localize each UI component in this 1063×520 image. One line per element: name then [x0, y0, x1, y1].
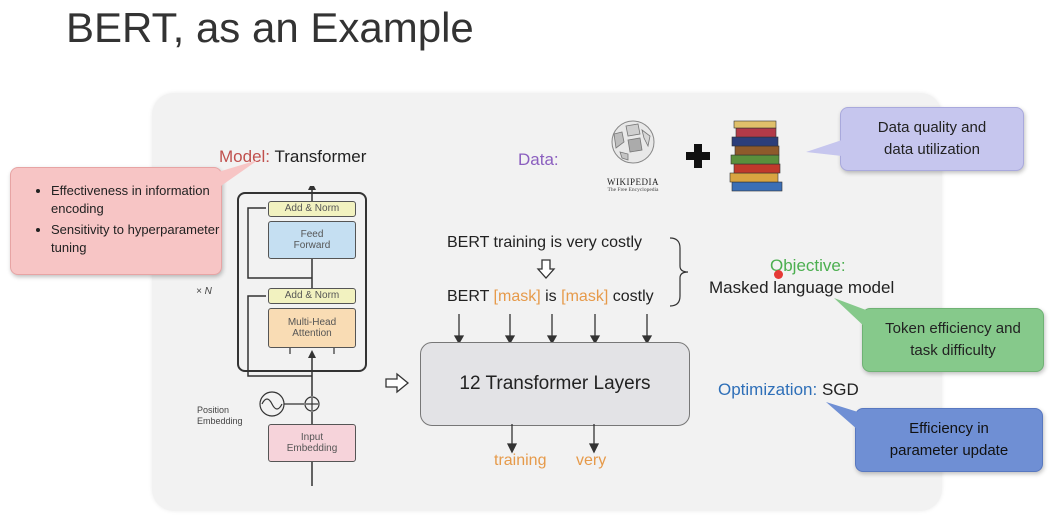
- callout-token-efficiency: Token efficiency and task difficulty: [862, 308, 1044, 372]
- model-label-prefix: Model:: [219, 147, 271, 166]
- callout-data-quality: Data quality and data utilization: [840, 107, 1024, 171]
- add-norm-bottom: Add & Norm: [268, 288, 356, 304]
- output-token: very: [576, 452, 607, 469]
- wikipedia-globe-icon: [611, 120, 655, 164]
- callout-tail: [834, 298, 866, 328]
- callout-text-line: task difficulty: [910, 342, 996, 359]
- mask-token: [mask]: [493, 288, 541, 305]
- wikipedia-logo: Wikipedia The Free Encyclopedia: [598, 118, 668, 194]
- wikipedia-wordmark: Wikipedia: [607, 177, 659, 187]
- output-token: training: [494, 452, 547, 469]
- token: BERT: [447, 288, 490, 305]
- callout-text-line: Data quality and: [877, 119, 987, 137]
- callout-tail: [218, 160, 258, 188]
- emb-line: Input: [300, 431, 324, 443]
- down-arrow-icon: [536, 259, 556, 279]
- optimization-prefix: Optimization:: [718, 380, 818, 399]
- slide-title: BERT, as an Example: [66, 4, 474, 51]
- transformer-layers-block: 12 Transformer Layers: [420, 342, 690, 426]
- data-label: Data:: [518, 150, 559, 169]
- wikipedia-tagline: The Free Encyclopedia: [607, 187, 659, 193]
- ff-line: Forward: [293, 240, 331, 251]
- callout-text-line: data utilization: [884, 141, 980, 158]
- sentence-full: BERT training is very costly: [447, 234, 643, 251]
- optimization-value: SGD: [821, 380, 859, 399]
- mask-token: [mask]: [561, 288, 609, 305]
- books-icon: [729, 120, 783, 192]
- callout-text-line: Efficiency in: [909, 420, 989, 438]
- callout-model-properties: Effectiveness in information encoding Se…: [10, 167, 222, 275]
- plus-icon: [686, 144, 710, 168]
- callout-text-line: parameter update: [889, 442, 1009, 459]
- optimization-label: Optimization: SGD: [718, 380, 859, 400]
- token-input-arrows: [453, 314, 653, 344]
- pe-line: Embedding: [197, 415, 243, 426]
- mha-line: Multi-Head: [287, 316, 337, 328]
- brace-icon: [669, 237, 689, 307]
- pe-line: Position: [197, 405, 230, 415]
- callout-text-line: Token efficiency and: [885, 320, 1021, 338]
- add-norm-top: Add & Norm: [268, 201, 356, 217]
- emb-line: Embedding: [286, 443, 338, 454]
- objective-label: Objective:: [770, 256, 846, 275]
- output-arrows: [506, 424, 600, 454]
- callout-parameter-update: Efficiency in parameter update: [855, 408, 1043, 472]
- token: costly: [612, 288, 654, 305]
- model-label: Model: Transformer: [219, 147, 366, 167]
- callout-tail: [826, 402, 858, 430]
- objective-value: Masked language model: [709, 278, 895, 297]
- callout-bullet: Effectiveness in information encoding: [51, 182, 221, 217]
- position-embedding-label: Position Embedding: [197, 405, 243, 427]
- pointer-dot: [774, 270, 783, 279]
- encoder-stack-frame: [237, 192, 367, 372]
- sine-wave-icon: [259, 391, 320, 417]
- sentence-masked: BERT [mask] is [mask] costly: [447, 288, 654, 306]
- token: is: [545, 288, 557, 305]
- model-label-value: Transformer: [274, 147, 367, 166]
- mha-line: Attention: [292, 328, 332, 339]
- callout-tail: [806, 140, 842, 156]
- nx-label: × N: [196, 286, 212, 297]
- ff-line: Feed: [300, 228, 324, 240]
- right-arrow-icon: [385, 372, 410, 394]
- callout-bullet: Sensitivity to hyperparameter tuning: [51, 221, 221, 256]
